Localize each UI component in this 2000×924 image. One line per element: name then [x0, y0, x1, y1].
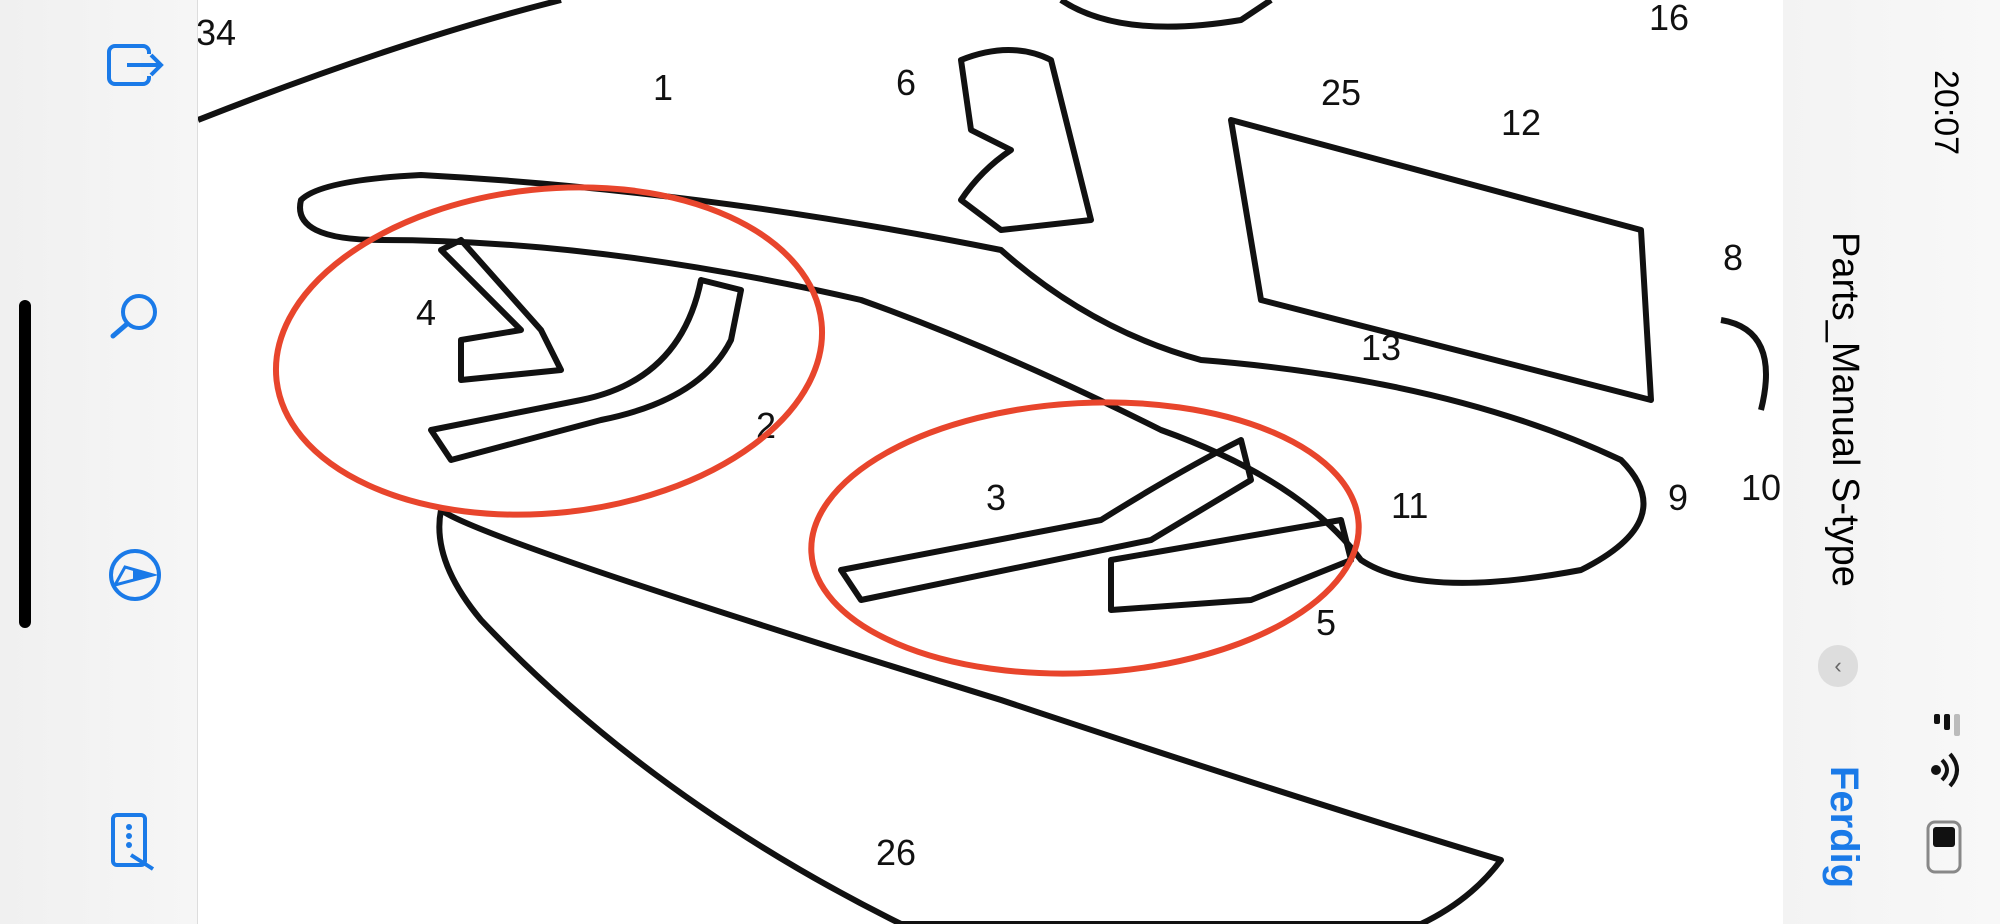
- wifi-icon: [1931, 752, 1959, 788]
- markup-button[interactable]: [100, 540, 170, 610]
- document-edit-icon: [111, 813, 155, 871]
- part-label: 11: [1391, 485, 1428, 526]
- part-label: 12: [1501, 102, 1541, 143]
- document-title[interactable]: Parts_Manual S-type: [1824, 232, 1866, 587]
- share-button[interactable]: [100, 30, 170, 100]
- search-icon: [110, 294, 157, 339]
- battery-icon: [1926, 820, 1962, 874]
- part-label: 34: [198, 12, 236, 53]
- title-menu-button[interactable]: ‹: [1818, 645, 1858, 687]
- status-icons: [1926, 714, 1962, 874]
- part-label: 3: [986, 477, 1006, 518]
- part-label: 16: [1649, 0, 1689, 38]
- bracket-6: [958, 47, 1094, 233]
- bracket-2: [428, 277, 744, 463]
- part-label: 10: [1741, 467, 1781, 508]
- annotation-circle: [272, 184, 826, 518]
- toolbar: [0, 0, 197, 924]
- annotation-circle: [808, 399, 1362, 677]
- part-label: 9: [1668, 477, 1688, 518]
- bracket-5: [1108, 517, 1354, 613]
- plate-12: [1228, 117, 1654, 403]
- part-label: 26: [876, 832, 916, 873]
- parts-diagram: 34 1 6 25 16 12 8 4 2 13 3 9 10 11 5 26: [198, 0, 1781, 924]
- headlamp: [1059, 0, 1273, 30]
- search-button[interactable]: [100, 283, 170, 353]
- part-label: 5: [1316, 602, 1336, 643]
- cellular-signal-icon: [1934, 714, 1960, 736]
- part-label: 1: [653, 67, 673, 108]
- done-button[interactable]: Ferdig: [1822, 766, 1866, 889]
- part-label: 4: [416, 292, 436, 333]
- share-icon: [107, 44, 164, 86]
- valance: [436, 507, 1504, 924]
- markup-pen-icon: [109, 549, 161, 601]
- body-panel-edge: [198, 0, 562, 123]
- chevron-down-icon: ‹: [1834, 653, 1842, 678]
- bracket-4: [438, 237, 564, 383]
- edit-button[interactable]: [100, 808, 170, 878]
- part-label: 8: [1723, 237, 1743, 278]
- part-label: 25: [1321, 72, 1361, 113]
- bumper-bar: [297, 172, 1647, 586]
- navigation-bar: [1783, 0, 2000, 924]
- status-time: 20:07: [1927, 70, 1965, 156]
- document-page[interactable]: 34 1 6 25 16 12 8 4 2 13 3 9 10 11 5 26: [197, 0, 1784, 924]
- clip-8: [1720, 317, 1769, 411]
- home-indicator: [19, 300, 31, 628]
- part-label: 13: [1361, 327, 1401, 368]
- part-label: 6: [896, 62, 916, 103]
- bracket-3: [838, 437, 1254, 603]
